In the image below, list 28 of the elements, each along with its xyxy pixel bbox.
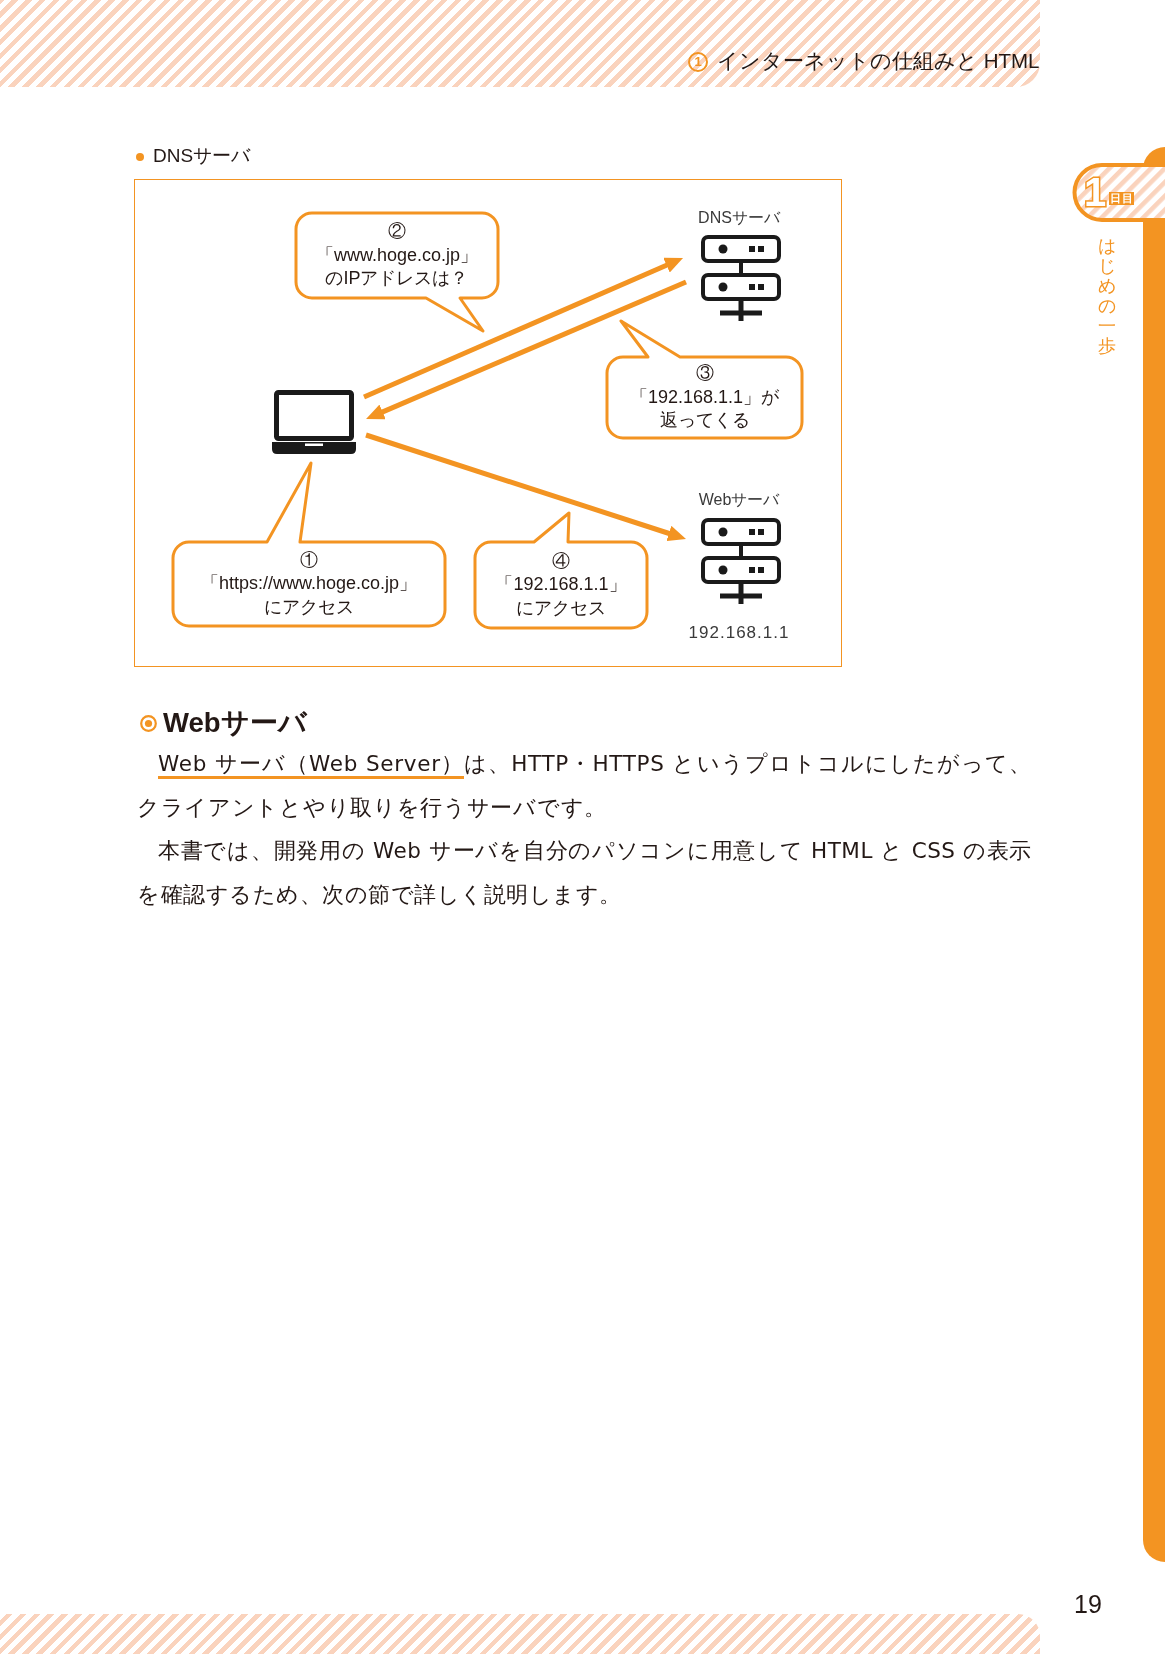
day-label: 日目 bbox=[1109, 192, 1134, 205]
step-number: ① bbox=[300, 548, 318, 572]
step-number: ③ bbox=[695, 362, 714, 386]
body-paragraph: 本書では、開発用の Web サーバを自分のパソコンに用意して HTML と CSS の表示を確認するため、次の節で詳しく説明します。 bbox=[137, 837, 1032, 909]
speech-bubble bbox=[170, 460, 448, 629]
server-label: Webサーバ bbox=[698, 490, 780, 510]
speech-bubble bbox=[472, 510, 650, 631]
page-number: 19 bbox=[1074, 1589, 1102, 1619]
arrow bbox=[363, 257, 684, 400]
figure-title: DNSサーバ bbox=[153, 144, 251, 168]
speech-bubble bbox=[293, 210, 501, 334]
arrow bbox=[365, 432, 686, 541]
step-number: ② bbox=[388, 220, 406, 244]
day-number: 1 bbox=[1084, 169, 1107, 216]
step-number: ④ bbox=[552, 549, 570, 573]
chapter-number: 1 bbox=[688, 52, 708, 72]
running-header: インターネットの仕組みと HTML bbox=[717, 48, 1040, 74]
tab-caption: はじめの一歩 bbox=[1097, 236, 1117, 356]
bubble-text: 「192.168.1.1」にアクセス bbox=[494, 573, 628, 620]
ip-address: 192.168.1.1 bbox=[688, 623, 790, 643]
arrow bbox=[366, 279, 687, 420]
laptop-icon bbox=[271, 390, 357, 455]
section-heading: Webサーバ bbox=[163, 707, 307, 739]
speech-bubble bbox=[604, 318, 805, 441]
server-label: DNSサーバ bbox=[698, 208, 780, 228]
bubble-text: 「https://www.hoge.co.jp」にアクセス bbox=[199, 572, 419, 619]
bubble-text: 「www.hoge.co.jp」のIPアドレスは？ bbox=[314, 243, 480, 291]
bubble-text: 「192.168.1.1」が返ってくる bbox=[628, 385, 781, 433]
